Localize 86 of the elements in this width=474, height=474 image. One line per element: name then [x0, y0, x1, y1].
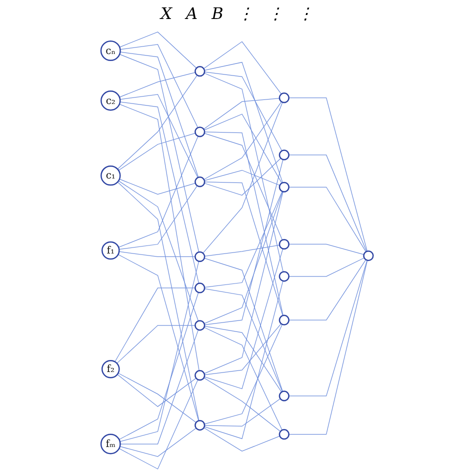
connector	[203, 377, 281, 432]
connector	[288, 260, 368, 396]
connector	[118, 185, 198, 250]
node-circle	[194, 176, 206, 188]
connector	[120, 330, 199, 444]
connector	[114, 288, 196, 362]
connector	[118, 251, 196, 258]
connector	[116, 374, 196, 407]
node-circle	[278, 429, 290, 440]
connector	[204, 114, 282, 184]
connector	[203, 98, 280, 130]
connector	[204, 72, 282, 152]
connector	[204, 62, 283, 183]
node-circle	[194, 251, 206, 262]
connector	[288, 258, 364, 277]
node-circle	[194, 66, 206, 77]
column-label: ⋮	[297, 4, 314, 23]
connector	[120, 94, 198, 178]
node-circle	[278, 390, 290, 402]
connector	[118, 132, 196, 171]
column-label: A	[186, 4, 198, 23]
node-circle	[194, 126, 206, 138]
connector	[203, 427, 280, 452]
connector	[118, 254, 199, 422]
connector	[204, 244, 280, 256]
node-circle	[278, 314, 290, 326]
connector	[203, 41, 282, 94]
connector	[116, 325, 196, 364]
connector	[204, 159, 284, 326]
connector	[288, 244, 364, 255]
connector	[204, 132, 284, 316]
connector	[120, 52, 199, 178]
node-circle	[194, 420, 206, 431]
connector	[288, 259, 366, 320]
connector	[120, 102, 200, 284]
connector	[204, 280, 284, 440]
connector	[118, 180, 199, 322]
connector	[288, 260, 368, 435]
node-circle: cₙ	[100, 40, 121, 61]
connector	[204, 398, 281, 427]
connector	[119, 104, 200, 372]
connector	[118, 136, 198, 248]
connector	[204, 170, 280, 186]
connector	[288, 98, 368, 252]
connector	[118, 292, 199, 440]
connector	[119, 178, 196, 195]
node-circle	[194, 320, 206, 331]
node-circle: c₂	[100, 90, 121, 111]
connector	[204, 72, 284, 272]
node-circle: c₁	[100, 165, 121, 186]
connector	[119, 72, 196, 98]
node-circle	[363, 250, 374, 262]
connector	[204, 326, 282, 392]
connector	[204, 158, 282, 196]
connector	[204, 288, 283, 392]
connector	[204, 323, 282, 376]
node-circle: f₁	[101, 241, 120, 260]
connector	[120, 44, 198, 128]
column-label: X	[160, 4, 172, 23]
node-circle	[278, 92, 290, 104]
connector	[204, 191, 284, 374]
connector	[288, 186, 366, 252]
connector	[120, 428, 196, 457]
connector	[118, 379, 198, 470]
connector	[288, 154, 367, 252]
node-circle	[278, 271, 290, 282]
connector	[117, 182, 200, 422]
node-circle	[278, 150, 290, 160]
node-circle	[278, 238, 290, 250]
node-circle: f₂	[101, 360, 120, 378]
node-circle	[278, 182, 290, 192]
connector	[204, 191, 283, 288]
connector	[202, 102, 283, 254]
node-circle	[194, 282, 206, 294]
connector	[118, 372, 196, 423]
connector	[117, 74, 198, 170]
connector	[120, 260, 200, 442]
column-label: ⋮	[237, 4, 254, 23]
column-label: B	[212, 4, 224, 23]
connector	[204, 132, 283, 240]
connector	[119, 54, 200, 252]
node-circle	[194, 370, 206, 381]
connector	[204, 101, 282, 180]
column-label: ⋮	[267, 4, 284, 23]
connector	[119, 32, 197, 68]
node-circle: fₘ	[100, 434, 121, 454]
